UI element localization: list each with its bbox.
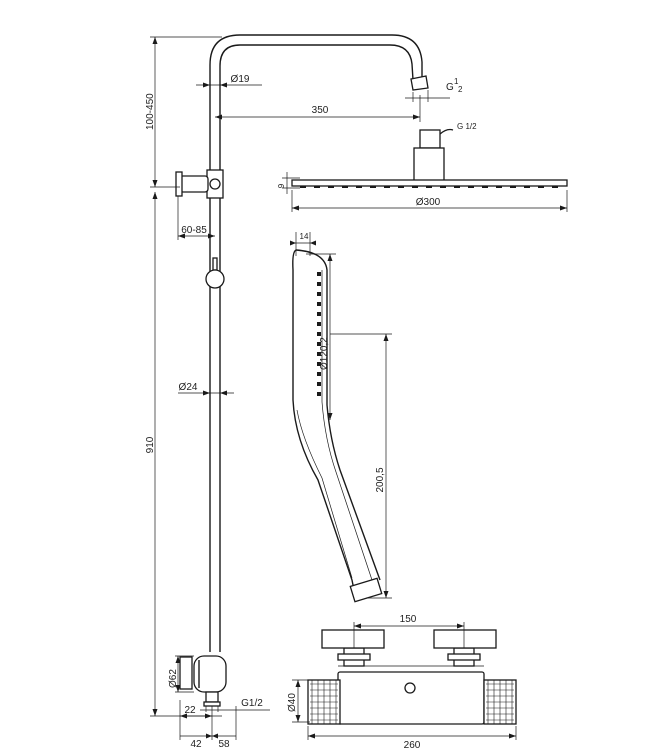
dim-handheld-width-label: 14 bbox=[300, 232, 309, 241]
mixer-body bbox=[337, 671, 485, 725]
dim-arm-length: 350 bbox=[215, 95, 421, 122]
dim-rail-diameter: Ø24 bbox=[178, 382, 234, 396]
mixer-left-eccentric bbox=[321, 629, 385, 649]
dim-handheld-diameter: Ø120,2 bbox=[306, 253, 336, 420]
dim-handheld-length-label: 200,5 bbox=[375, 467, 386, 492]
dim-head-diameter: Ø300 bbox=[291, 190, 568, 212]
arm-nozzle bbox=[410, 75, 429, 91]
dim-center-distance-label: 150 bbox=[400, 614, 417, 625]
dim-height-top-label: 100-450 bbox=[145, 93, 156, 130]
dim-head-thickness-label: 9 bbox=[277, 183, 286, 188]
dim-22-label: 22 bbox=[184, 705, 196, 716]
riser-knob-stem bbox=[212, 257, 218, 271]
dim-nozzle-thread: G 1 2 bbox=[405, 77, 463, 102]
mixer-outlet bbox=[404, 682, 416, 694]
slider-knob bbox=[179, 175, 209, 193]
dim-mixer-height: Ø40 bbox=[287, 679, 310, 723]
mixer-left-grip bbox=[310, 680, 338, 724]
dim-height-top: 100-450 bbox=[145, 36, 222, 188]
mixer-right-eccentric bbox=[433, 629, 497, 649]
riser-knob bbox=[205, 269, 225, 289]
dim-handheld-diameter-label: Ø120,2 bbox=[319, 337, 330, 370]
dim-42-label: 42 bbox=[190, 739, 202, 750]
head-nozzles bbox=[300, 186, 558, 188]
dim-handheld-width: 14 bbox=[290, 232, 316, 256]
nozzle-g-label: G bbox=[446, 82, 454, 93]
nozzle-g-den: 2 bbox=[458, 85, 463, 94]
head-connector-top bbox=[419, 129, 441, 149]
dim-slider-offset: 60-85 bbox=[177, 196, 215, 240]
dim-pipe-top-label: Ø19 bbox=[231, 74, 250, 85]
dim-head-thickness: 9 bbox=[277, 172, 300, 194]
thermostatic-mixer bbox=[307, 629, 517, 725]
dim-arm-length-label: 350 bbox=[312, 105, 329, 116]
hand-shower bbox=[292, 249, 383, 603]
nozzle-g-num: 1 bbox=[454, 77, 459, 86]
valve-inlet bbox=[205, 691, 219, 703]
shower-riser bbox=[175, 34, 429, 707]
dim-head-diameter-label: Ø300 bbox=[416, 197, 441, 208]
dim-height-main-label: 910 bbox=[145, 436, 156, 453]
connector-label: G 1/2 bbox=[457, 122, 477, 131]
mixer-right-grip bbox=[486, 680, 514, 724]
hand-shower-nozzles bbox=[317, 272, 321, 396]
dim-pipe-top: Ø19 bbox=[196, 74, 262, 88]
rain-shower-head bbox=[291, 128, 568, 188]
dim-valve-diameter-label: Ø62 bbox=[168, 669, 179, 688]
inlet-label: G1/2 bbox=[241, 698, 263, 709]
dim-bottom-offsets: 22 42 58 bbox=[179, 700, 237, 750]
dim-rail-diameter-label: Ø24 bbox=[179, 382, 198, 393]
dim-mixer-height-label: Ø40 bbox=[287, 693, 298, 712]
dim-connector: G 1/2 bbox=[457, 122, 477, 131]
dim-mixer-length: 260 bbox=[307, 726, 517, 750]
dim-center-distance: 150 bbox=[353, 614, 465, 648]
dim-valve-diameter: Ø62 bbox=[168, 655, 194, 693]
dim-slider-offset-label: 60-85 bbox=[181, 225, 207, 236]
dim-mixer-length-label: 260 bbox=[404, 740, 421, 750]
head-connector-body bbox=[413, 147, 445, 185]
dim-58-label: 58 bbox=[218, 739, 230, 750]
head-plate bbox=[291, 179, 568, 187]
dim-handheld-length: 200,5 bbox=[330, 333, 392, 599]
